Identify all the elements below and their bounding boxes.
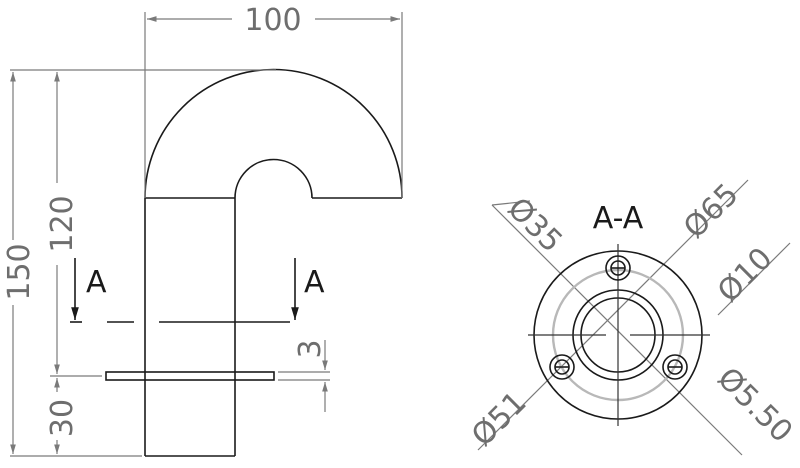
leader-underline — [491, 200, 531, 206]
section-title: A-A — [593, 201, 644, 236]
hook-inner-arc — [234, 158, 313, 199]
leader-diagonal — [477, 179, 749, 451]
section-view: A-A Ø35 Ø65 — [465, 177, 799, 456]
dim-pipe-diameter-label: Ø10 — [711, 241, 779, 309]
dim-lower-height-label: 30 — [45, 399, 80, 437]
section-marker-right: A — [304, 265, 325, 300]
dim-flange-thickness-label: 3 — [293, 339, 328, 358]
dim-inner-diameter-label: Ø35 — [500, 191, 568, 259]
leader-10 — [717, 242, 791, 316]
leader-diagonal — [491, 204, 743, 456]
dim-width-label: 100 — [244, 3, 301, 38]
flange-plate — [105, 371, 275, 381]
bolt-hole-lower-right — [662, 354, 688, 380]
bolt-hole-top — [605, 255, 631, 281]
dim-outer-diameter-label: Ø65 — [677, 177, 745, 245]
dim-bolt-circle-label: Ø51 — [465, 385, 533, 453]
hook-outer-arc — [144, 68, 403, 199]
section-marker-left: A — [86, 265, 107, 300]
dim-total-height-label: 150 — [2, 243, 37, 300]
side-view: A A 100 150 120 30 3 — [2, 3, 403, 457]
bolt-hole-lower-left — [549, 354, 575, 380]
dim-upper-height-label: 120 — [45, 195, 80, 252]
